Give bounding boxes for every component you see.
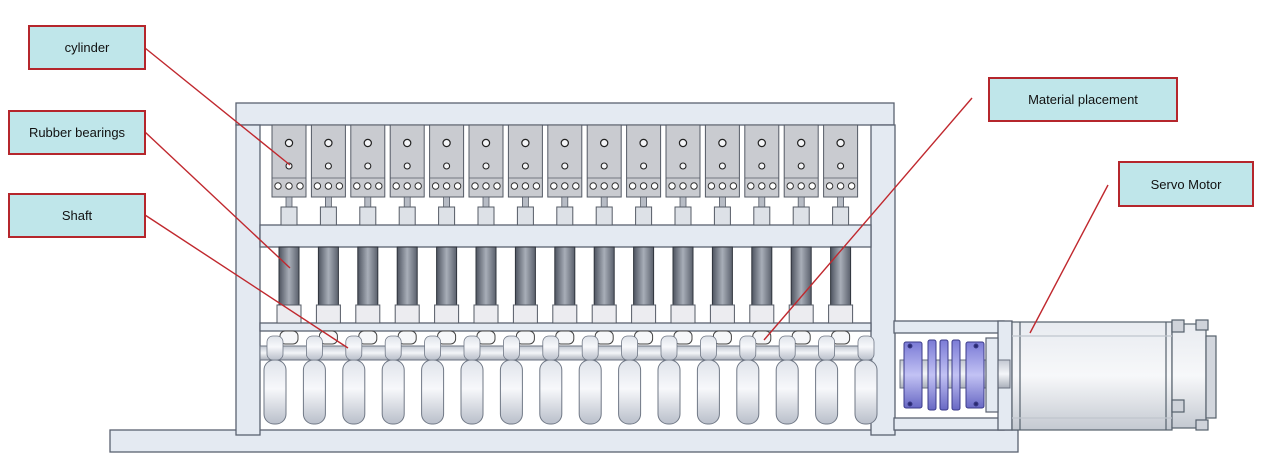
roller	[815, 335, 839, 425]
roller	[342, 335, 366, 425]
cylinder	[547, 124, 583, 226]
label-shaft: Shaft	[8, 193, 146, 238]
roller	[421, 335, 445, 425]
roller	[775, 335, 799, 425]
roller	[696, 335, 720, 425]
coupling-brackets	[985, 337, 999, 413]
rubber-bearing	[473, 246, 499, 345]
leader-line-shaft	[144, 214, 349, 349]
cylinder	[429, 124, 465, 226]
cylinder	[507, 124, 543, 226]
cylinder	[586, 124, 622, 226]
rubber-bearing	[631, 246, 657, 345]
cylinder	[783, 124, 819, 226]
label-material-placement: Material placement	[988, 77, 1178, 122]
leader-line-rubber-bearings	[144, 131, 291, 269]
leader-line-material-placement	[763, 97, 973, 341]
roller	[736, 335, 760, 425]
cylinder	[704, 124, 740, 226]
base-plate	[109, 429, 1019, 453]
cylinder	[626, 124, 662, 226]
cylinder	[271, 124, 307, 226]
roller	[381, 335, 405, 425]
rubber-bearing-array	[276, 246, 854, 345]
rubber-bearing	[394, 246, 420, 345]
servo-motor	[1011, 319, 1217, 431]
roller	[263, 335, 287, 425]
roller	[578, 335, 602, 425]
rubber-bearing	[709, 246, 735, 345]
coupling	[903, 339, 985, 411]
rubber-bearing	[670, 246, 696, 345]
rubber-bearing	[434, 246, 460, 345]
cylinder	[665, 124, 701, 226]
label-rubber-bearings: Rubber bearings	[8, 110, 146, 155]
cylinder	[468, 124, 504, 226]
cylinder	[310, 124, 346, 226]
roller	[460, 335, 484, 425]
rubber-bearing	[828, 246, 854, 345]
cylinder	[389, 124, 425, 226]
label-cylinder: cylinder	[28, 25, 146, 70]
roller	[854, 335, 878, 425]
rubber-bearing	[512, 246, 538, 345]
label-servo-motor: Servo Motor	[1118, 161, 1254, 207]
roller	[499, 335, 523, 425]
roller-array	[263, 335, 878, 425]
rubber-bearing	[749, 246, 775, 345]
rubber-bearing	[355, 246, 381, 345]
rubber-bearing	[552, 246, 578, 345]
cylinder	[350, 124, 386, 226]
cylinder-array	[271, 124, 859, 226]
roller	[302, 335, 326, 425]
roller	[657, 335, 681, 425]
roller	[539, 335, 563, 425]
leader-lines	[144, 47, 1109, 349]
cylinder	[744, 124, 780, 226]
leader-line-cylinder	[144, 47, 291, 166]
cylinder	[823, 124, 859, 226]
leader-line-servo-motor	[1029, 184, 1109, 334]
roller	[618, 335, 642, 425]
